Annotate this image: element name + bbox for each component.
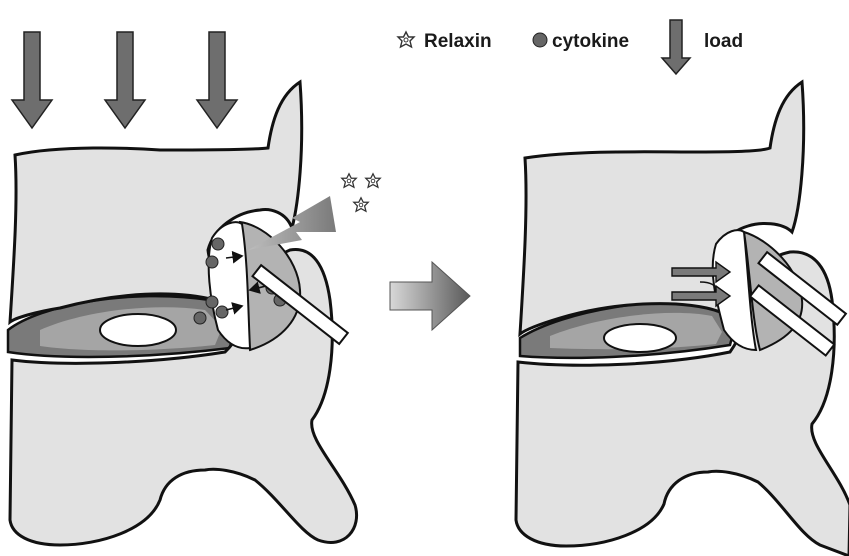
nucleus-pulposus [604,324,676,352]
load-arrow-icon [105,32,145,128]
cytokine-dot-icon [216,306,228,318]
relaxin-molecule-icon [342,174,356,188]
load-down-arrow-icon [662,20,690,74]
load-arrow-icon [197,32,237,128]
block-right-arrow-icon [390,262,470,330]
legend: Relaxin cytokine load [398,20,743,74]
relaxin-molecule-icon [398,32,414,47]
cytokine-dot-icon [206,256,218,268]
nucleus-pulposus [100,314,176,346]
legend-cytokine-label: cytokine [552,31,629,52]
cytokine-dot-icon [212,238,224,250]
load-arrow-icon [12,32,52,128]
panel-after [516,82,849,556]
cytokine-dot-icon [194,312,206,324]
cytokine-dot-icon [206,296,218,308]
legend-load-label: load [704,31,743,52]
relaxin-molecules [342,174,380,212]
panel-before [8,32,380,545]
relaxin-molecule-icon [366,174,380,188]
legend-relaxin-label: Relaxin [424,31,492,52]
relaxin-molecule-icon [354,198,368,212]
load-arrows [12,32,237,128]
cytokine-dot-icon [533,33,547,47]
